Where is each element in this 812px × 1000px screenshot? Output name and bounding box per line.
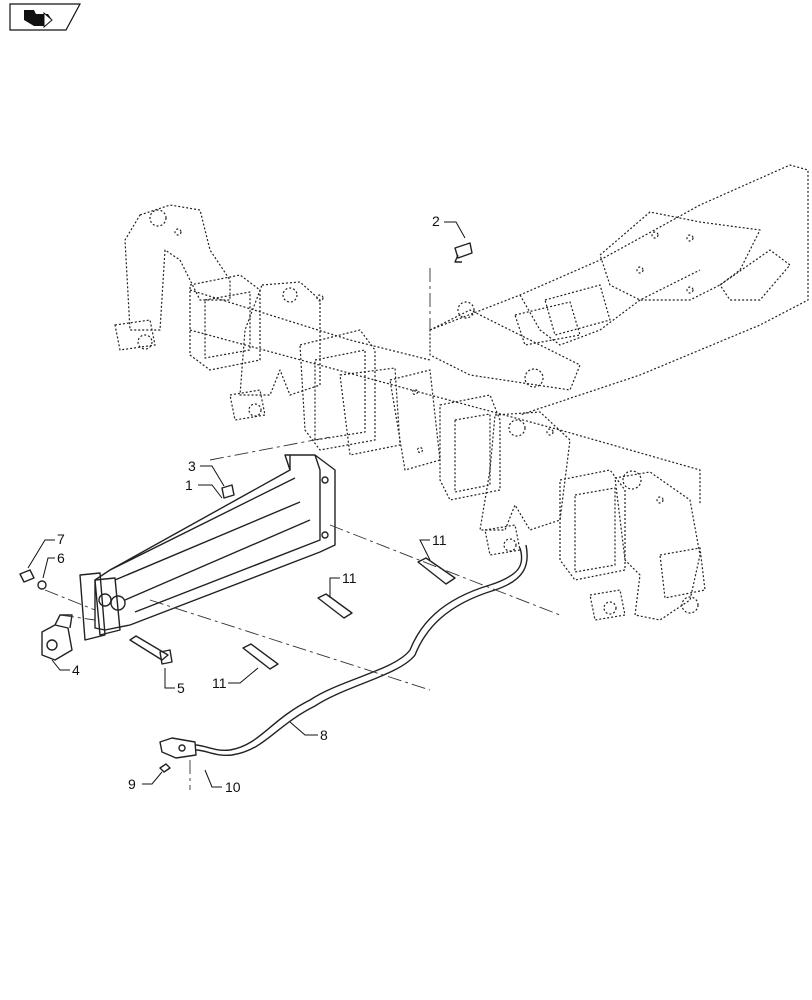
clevis-part-4 <box>41 614 73 661</box>
pad-part-11-b <box>317 593 353 619</box>
pad-part-11-c <box>242 643 279 670</box>
callout-11-b: 11 <box>329 570 357 598</box>
callout-3: 3 <box>188 458 225 487</box>
svg-text:6: 6 <box>57 550 65 566</box>
svg-text:8: 8 <box>320 727 328 743</box>
callout-9: 9 <box>128 771 163 792</box>
callout-8: 8 <box>289 721 328 743</box>
right-arm-assembly <box>439 394 706 621</box>
callout-5: 5 <box>164 668 185 696</box>
washer-part-6 <box>37 580 47 590</box>
pin-part-5 <box>129 635 173 665</box>
svg-text:11: 11 <box>342 570 357 586</box>
svg-text:11: 11 <box>432 532 447 548</box>
callout-1: 1 <box>185 477 223 499</box>
callout-11-a: 11 <box>419 532 447 561</box>
main-frame-assembly <box>189 164 809 505</box>
svg-text:4: 4 <box>72 662 80 678</box>
pad-part-11-a <box>417 557 456 585</box>
svg-text:9: 9 <box>128 776 136 792</box>
nut-part-7 <box>19 569 35 583</box>
callout-10: 10 <box>204 769 241 795</box>
callout-6: 6 <box>42 550 65 579</box>
svg-text:3: 3 <box>188 458 196 474</box>
left-arm-assembly <box>114 204 401 456</box>
bolt-part-2 <box>454 242 473 263</box>
svg-text:2: 2 <box>432 213 440 229</box>
callout-2: 2 <box>432 213 466 239</box>
svg-text:10: 10 <box>225 779 241 795</box>
center-lines <box>44 268 561 790</box>
nav-badge[interactable] <box>9 3 82 31</box>
svg-text:7: 7 <box>57 531 65 547</box>
screw-part-9 <box>159 763 171 773</box>
svg-text:5: 5 <box>177 680 185 696</box>
svg-text:1: 1 <box>185 477 193 493</box>
callout-7: 7 <box>27 531 65 569</box>
callout-4: 4 <box>51 659 80 678</box>
svg-text:11: 11 <box>212 675 227 691</box>
chevron-right-nav-icon <box>24 10 53 29</box>
callout-11-c: 11 <box>212 667 259 691</box>
hitch-tongue-part-1 <box>79 454 336 641</box>
bolt-part-3 <box>221 484 235 499</box>
